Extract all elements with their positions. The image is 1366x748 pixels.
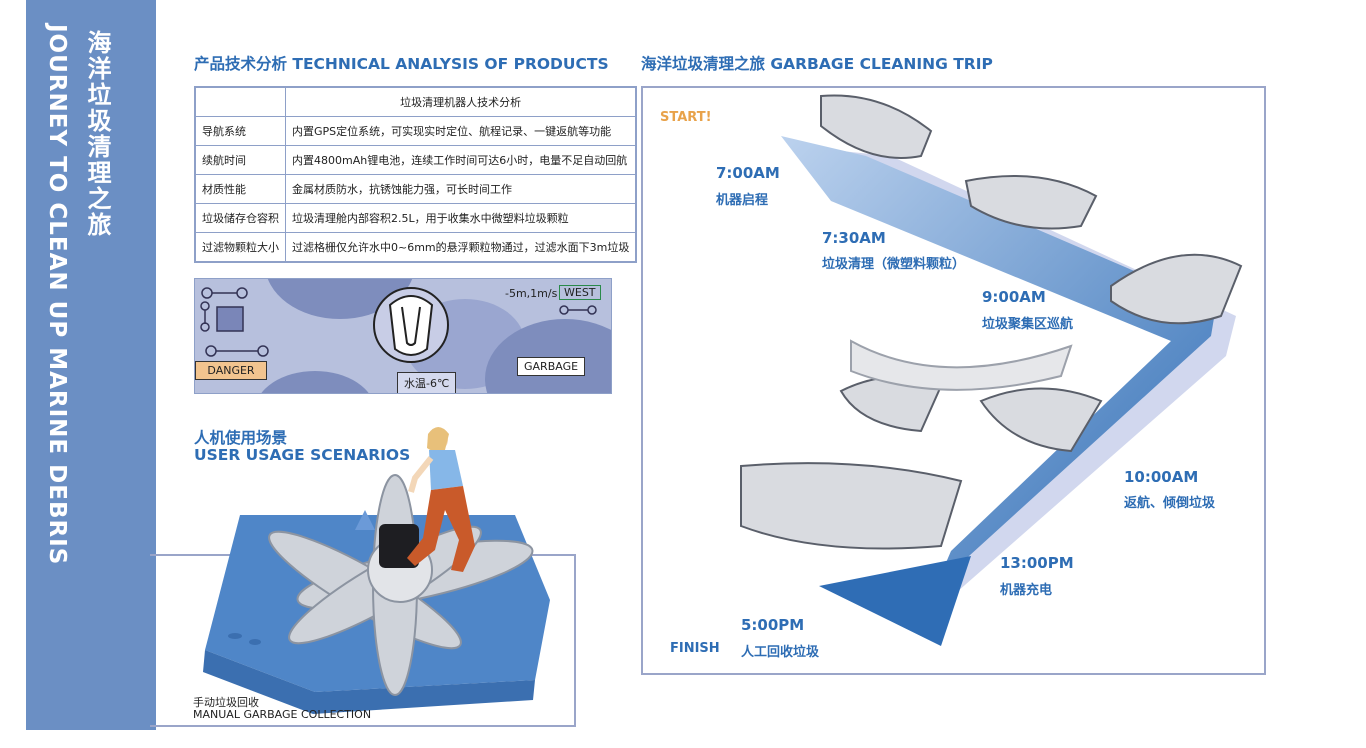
device-screen-panel: DANGER -5m,1m/s WEST 水温-6℃ GARBAGE [194, 278, 612, 394]
row-value: 过滤格栅仅允许水中0~6mm的悬浮颗粒物通过，过滤水面下3m垃圾 [285, 232, 637, 263]
step-action: 垃圾聚集区巡航 [982, 317, 1074, 332]
table-title: 垃圾清理机器人技术分析 [285, 86, 637, 117]
step-time: 5:00PM [741, 616, 805, 634]
robot-icon [740, 462, 963, 550]
water-temp-badge: 水温-6℃ [397, 372, 457, 393]
garbage-badge: GARBAGE [517, 357, 586, 376]
table-corner-cell [194, 86, 286, 117]
step-action: 机器充电 [1000, 583, 1053, 598]
step-action: 返航、倾倒垃圾 [1124, 496, 1216, 511]
sidebar-title-cn: 海洋垃圾清理之旅 [83, 30, 111, 238]
usage-caption-cn: 手动垃圾回收 [193, 696, 259, 709]
depth-speed-readout: -5m,1m/s [505, 287, 558, 300]
sidebar-band [26, 0, 156, 730]
row-value: 内置GPS定位系统，可实现实时定位、航程记录、一键返航等功能 [285, 116, 637, 146]
row-value: 内置4800mAh锂电池，连续工作时间可达6小时，电量不足自动回航 [285, 145, 637, 175]
sidebar-title-en: JOURNEY TO CLEAN UP MARINE DEBRIS [44, 24, 70, 566]
step-action: 机器启程 [716, 193, 769, 208]
row-key: 续航时间 [194, 145, 286, 175]
tech-heading: 产品技术分析 TECHNICAL ANALYSIS OF PRODUCTS [194, 55, 609, 73]
map-blob [255, 371, 375, 393]
step-time: 10:00AM [1124, 468, 1199, 486]
robot-icon [964, 175, 1098, 230]
trip-heading: 海洋垃圾清理之旅 GARBAGE CLEANING TRIP [641, 55, 993, 73]
trip-start-label: START! [660, 110, 712, 125]
row-key: 导航系统 [194, 116, 286, 146]
trip-frame [641, 86, 1266, 675]
robot-icon [1110, 253, 1243, 325]
robot-icon [979, 387, 1103, 453]
row-value: 垃圾清理舱内部容积2.5L，用于收集水中微塑料垃圾颗粒 [285, 203, 637, 233]
node-icons [200, 287, 597, 363]
table-row: 导航系统 内置GPS定位系统，可实现实时定位、航程记录、一键返航等功能 [194, 116, 637, 146]
step-time: 7:00AM [716, 164, 780, 182]
finish-arrowhead [819, 556, 971, 646]
danger-badge: DANGER [195, 361, 267, 380]
usage-heading-cn: 人机使用场景 [194, 429, 288, 447]
usage-caption-en: MANUAL GARBAGE COLLECTION [193, 708, 372, 721]
table-row: 材质性能 金属材质防水，抗锈蚀能力强，可长时间工作 [194, 174, 637, 204]
usage-illustration [150, 427, 576, 727]
usage-heading-en: USER USAGE SCENARIOS [194, 446, 411, 464]
step-action: 垃圾清理（微塑料颗粒） [822, 257, 966, 272]
row-key: 材质性能 [194, 174, 286, 204]
trip-finish-label: FINISH [670, 641, 720, 656]
table-row: 垃圾储存仓容积 垃圾清理舱内部容积2.5L，用于收集水中微塑料垃圾颗粒 [194, 203, 637, 233]
table-row: 续航时间 内置4800mAh锂电池，连续工作时间可达6小时，电量不足自动回航 [194, 145, 637, 175]
trip-path-illustration [740, 94, 1243, 646]
direction-badge: WEST [559, 285, 601, 300]
step-action: 人工回收垃圾 [741, 645, 820, 660]
table-row: 过滤物颗粒大小 过滤格栅仅允许水中0~6mm的悬浮颗粒物通过，过滤水面下3m垃圾 [194, 232, 637, 263]
tech-table: 垃圾清理机器人技术分析 导航系统 内置GPS定位系统，可实现实时定位、航程记录、… [194, 86, 638, 263]
row-key: 垃圾储存仓容积 [194, 203, 286, 233]
robot-icon [820, 94, 933, 159]
row-value: 金属材质防水，抗锈蚀能力强，可长时间工作 [285, 174, 637, 204]
step-time: 9:00AM [982, 288, 1046, 306]
row-key: 过滤物颗粒大小 [194, 232, 286, 263]
person-figure [407, 427, 475, 572]
step-time: 7:30AM [822, 229, 886, 247]
step-time: 13:00PM [1000, 554, 1074, 572]
table-row: 垃圾清理机器人技术分析 [194, 86, 637, 117]
